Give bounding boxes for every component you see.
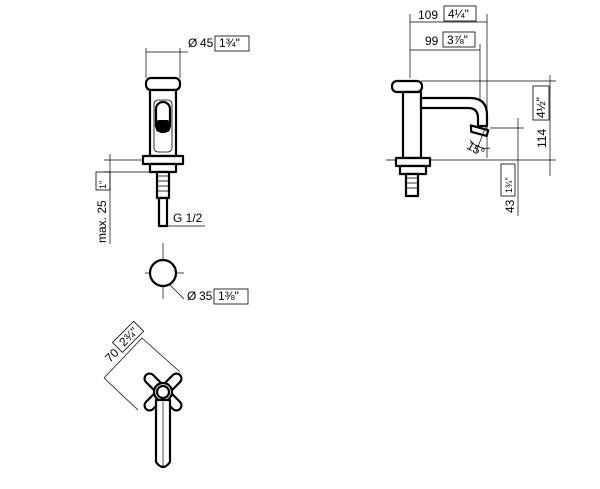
handle-diameter-symbol: Ø bbox=[188, 36, 197, 50]
reach-spout-mm: 99 bbox=[425, 34, 439, 48]
front-view: Ø 45 1¾" 1" max. 25 G 1/2 bbox=[95, 35, 250, 305]
top-view: 70 2¾" bbox=[102, 320, 183, 469]
max-height-inch: 1" bbox=[98, 181, 108, 189]
height-total-inch: 4½" bbox=[534, 97, 548, 118]
side-view: 109 4¼" 99 3⅞" 15° 114 bbox=[386, 5, 556, 216]
spout-height-mm: 43 bbox=[503, 199, 517, 213]
max-height-mm: max. 25 bbox=[95, 200, 109, 243]
reach-total-mm: 109 bbox=[418, 8, 438, 22]
handle-span-inch: 2¾" bbox=[116, 324, 141, 349]
reach-total-inch: 4¼" bbox=[448, 7, 469, 21]
base-diameter-mm: 35 bbox=[199, 289, 213, 303]
base-diameter-inch: 1⅜" bbox=[218, 289, 239, 303]
height-total-mm: 114 bbox=[535, 129, 549, 148]
thread-label: G 1/2 bbox=[173, 211, 203, 225]
reach-spout-inch: 3⅞" bbox=[447, 33, 468, 47]
spout-angle: 15° bbox=[465, 138, 488, 159]
handle-diameter-inch: 1¾" bbox=[219, 36, 240, 50]
base-diameter-symbol: Ø bbox=[187, 289, 196, 303]
handle-diameter-mm: 45 bbox=[200, 36, 214, 50]
spout-height-inch: 1¾" bbox=[504, 177, 514, 193]
